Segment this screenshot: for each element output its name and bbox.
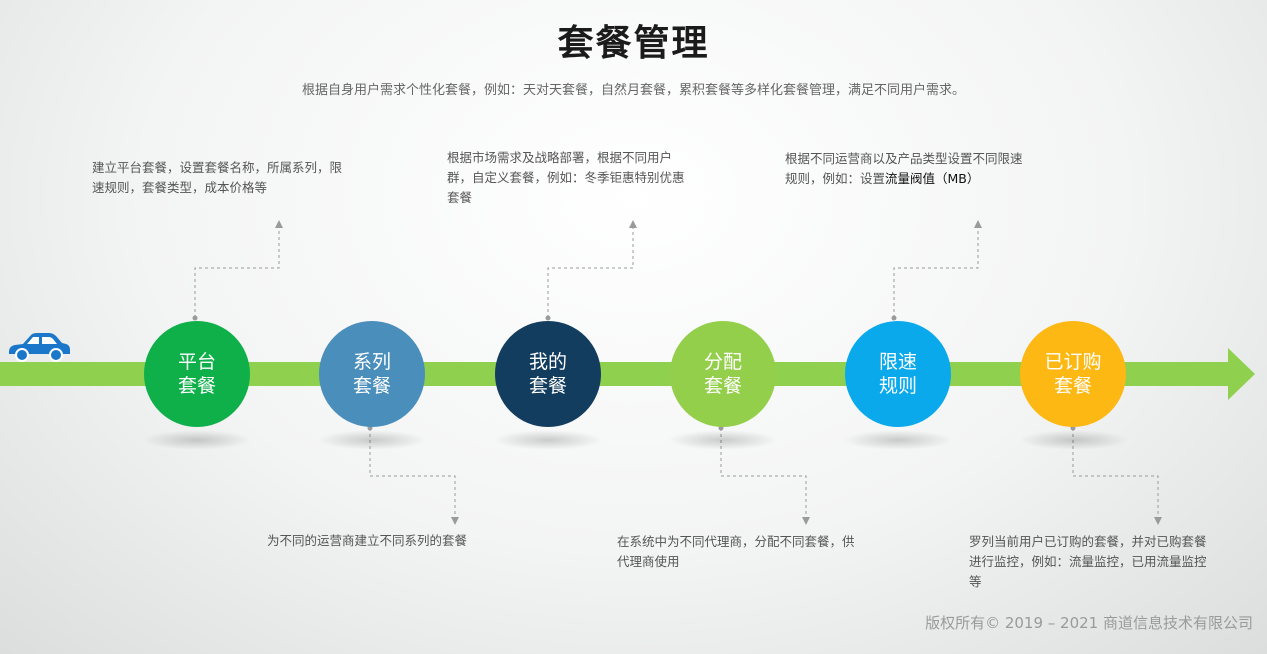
step-label-line1: 分配 (703, 351, 742, 373)
step-shadow (493, 430, 603, 450)
step-label-line1: 平台 (177, 351, 216, 373)
step-5-description-text: 根据不同运营商以及产品类型设置不同限速规则，例如：设置 (785, 151, 1023, 186)
step-label-line2: 规则 (878, 375, 917, 397)
step-label-line1: 我的 (528, 351, 567, 373)
step-4-description: 在系统中为不同代理商，分配不同套餐，供代理商使用 (617, 534, 855, 569)
step-shadow (668, 430, 778, 450)
connector-step-2 (369, 428, 456, 518)
step-1-description: 建立平台套餐，设置套餐名称，所属系列，限速规则，套餐类型，成本价格等 (92, 160, 343, 195)
connector-step-5 (893, 228, 979, 318)
step-series-package[interactable]: 系列 套餐 (319, 321, 425, 427)
step-label-line2: 套餐 (1053, 375, 1092, 397)
step-shadow (1019, 430, 1129, 450)
dot-1 (192, 315, 198, 321)
dot-3 (545, 315, 551, 321)
arrow-up-1 (275, 220, 283, 228)
step-speed-limit-rules[interactable]: 限速 规则 (845, 321, 951, 427)
step-5-description-highlight: 流量阀值（MB） (885, 171, 980, 186)
step-shadow (843, 430, 953, 450)
arrow-up-5 (974, 220, 982, 228)
page-title: 套餐管理 (557, 23, 710, 64)
car-icon (9, 333, 70, 362)
step-platform-package[interactable]: 平台 套餐 (144, 321, 250, 427)
connector-step-3 (547, 228, 634, 318)
step-assign-package[interactable]: 分配 套餐 (670, 321, 776, 427)
step-3-description: 根据市场需求及战略部署，根据不同用户群，自定义套餐，例如：冬季钜惠特别优惠套餐 (447, 150, 685, 205)
arrow-down-2 (451, 517, 459, 525)
step-my-package[interactable]: 我的 套餐 (495, 321, 601, 427)
step-label-line1: 已订购 (1044, 351, 1102, 373)
arrow-up-3 (629, 220, 637, 228)
timeline-arrow-icon (1228, 348, 1255, 400)
step-6-description: 罗列当前用户已订购的套餐，并对已购套餐进行监控，例如：流量监控，已用流量监控等 (969, 534, 1207, 589)
step-label-line2: 套餐 (352, 375, 391, 397)
dot-5 (891, 315, 897, 321)
copyright-footer: 版权所有© 2019 – 2021 商道信息技术有限公司 (925, 614, 1253, 632)
step-label-line2: 套餐 (528, 375, 567, 397)
step-label-line1: 限速 (878, 351, 917, 373)
arrow-down-4 (802, 517, 810, 525)
step-ordered-package[interactable]: 已订购 套餐 (1020, 321, 1126, 427)
step-5-description: 根据不同运营商以及产品类型设置不同限速规则，例如：设置流量阀值（MB） (785, 149, 1030, 189)
connector-step-1 (194, 228, 280, 318)
step-label-line2: 套餐 (177, 375, 216, 397)
step-shadow (142, 430, 252, 450)
arrow-down-6 (1154, 517, 1162, 525)
page-subtitle: 根据自身用户需求个性化套餐，例如：天对天套餐，自然月套餐，累积套餐等多样化套餐管… (301, 83, 965, 98)
step-2-description: 为不同的运营商建立不同系列的套餐 (267, 533, 468, 548)
step-shadow (317, 430, 427, 450)
connector-step-6 (1072, 428, 1159, 518)
step-label-line2: 套餐 (703, 375, 742, 397)
step-label-line1: 系列 (352, 351, 391, 373)
connector-step-4 (720, 428, 807, 518)
